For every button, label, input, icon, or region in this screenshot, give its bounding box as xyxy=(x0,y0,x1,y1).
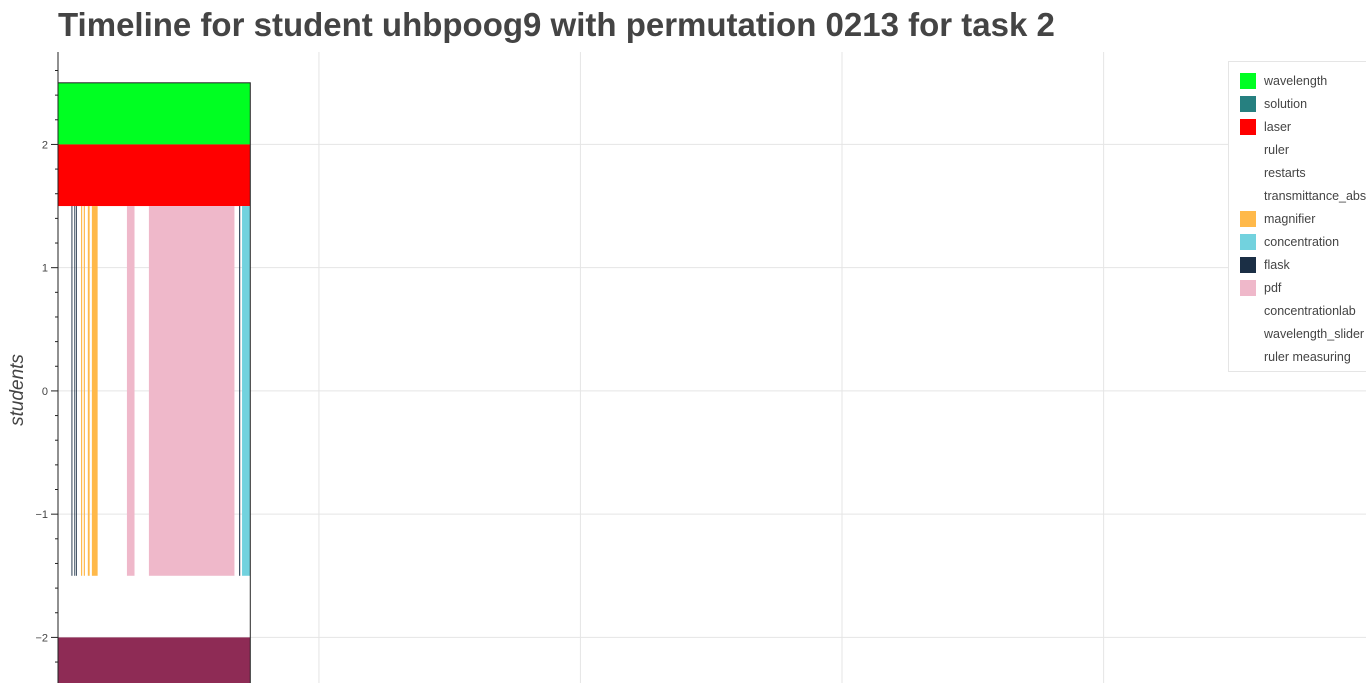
legend-label: solution xyxy=(1264,97,1308,111)
chart-title: Timeline for student uhbpoog9 with permu… xyxy=(58,6,1055,43)
legend-label: ruler xyxy=(1264,143,1290,157)
y-tick-label: −1 xyxy=(35,509,48,521)
legend-label: pdf xyxy=(1264,281,1282,295)
legend-swatch xyxy=(1240,211,1256,227)
legend-swatch xyxy=(1240,303,1256,319)
bar-segment-magnifier xyxy=(91,206,98,576)
y-tick-label: 2 xyxy=(42,139,48,151)
legend-swatch xyxy=(1240,73,1256,89)
bar-segment-magnifier xyxy=(83,206,85,576)
legend-label: laser xyxy=(1264,120,1292,134)
legend-swatch xyxy=(1240,96,1256,112)
legend[interactable]: wavelength solution laser ruler restarts tran… xyxy=(1228,61,1366,372)
bar-segment-magnifier xyxy=(87,206,90,576)
bar-segment-pdf xyxy=(148,206,235,576)
timeline-bars xyxy=(57,82,251,683)
bar-segment-flask xyxy=(71,206,73,576)
grid xyxy=(58,52,1366,683)
legend-label: magnifier xyxy=(1264,212,1316,226)
legend-label: concentration xyxy=(1264,235,1340,249)
bar-segment-laser xyxy=(58,144,251,207)
legend-swatch xyxy=(1240,234,1256,250)
legend-label: transmittance_abs xyxy=(1264,189,1366,203)
legend-label: wavelength xyxy=(1264,74,1328,88)
legend-label: restarts xyxy=(1264,166,1306,180)
y-tick-label: 0 xyxy=(42,386,48,398)
y-tick-label: 1 xyxy=(42,263,48,275)
legend-swatch xyxy=(1240,349,1256,365)
legend-swatch xyxy=(1240,257,1256,273)
legend-swatch xyxy=(1240,326,1256,342)
bar-segment-wavelength xyxy=(58,82,251,145)
y-axis: 2 1 0 −1 −2 xyxy=(35,52,59,683)
legend-label: wavelength_slider xyxy=(1264,327,1365,341)
legend-swatch xyxy=(1240,119,1256,135)
legend-swatch xyxy=(1240,280,1256,296)
bar-segment-flask xyxy=(74,206,76,576)
bar-segment-flask xyxy=(239,206,241,576)
legend-swatch xyxy=(1240,188,1256,204)
legend-label: ruler measuring xyxy=(1264,350,1351,364)
legend-label: flask xyxy=(1264,258,1290,272)
bar-segment-pdf xyxy=(126,206,135,576)
legend-label: concentrationlab xyxy=(1264,304,1356,318)
legend-swatch xyxy=(1240,165,1256,181)
bar-segment-concentration xyxy=(242,206,251,576)
bar-segment-flask xyxy=(76,206,77,576)
legend-swatch xyxy=(1240,142,1256,158)
bar-segment-dependent-variable xyxy=(58,637,251,683)
y-tick-label: −2 xyxy=(35,632,48,644)
bar-segment-magnifier xyxy=(81,206,83,576)
